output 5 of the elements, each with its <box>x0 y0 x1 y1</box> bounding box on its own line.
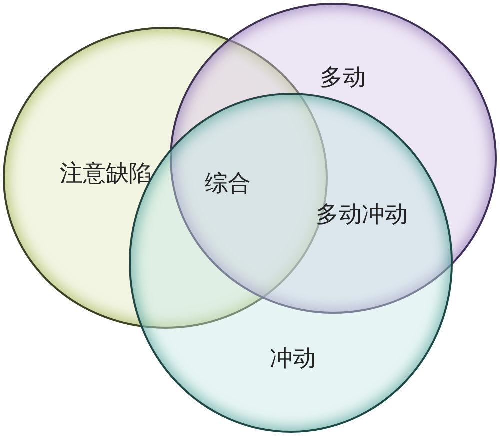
set-label: 冲动 <box>270 348 316 371</box>
set-label: 注意缺陷 <box>60 163 152 186</box>
overlap-label: 多动冲动 <box>316 204 408 227</box>
set-label: 多动 <box>320 67 366 90</box>
overlap-label: 综合 <box>205 173 251 196</box>
